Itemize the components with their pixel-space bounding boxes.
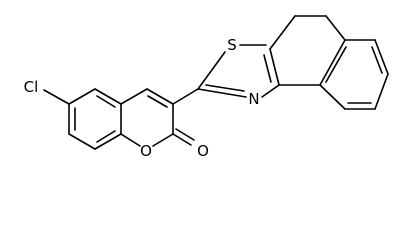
bond-c7a-c3a	[269, 48, 280, 86]
bond-c8-c8a	[94, 133, 122, 150]
bond-c2-o-carbonyl-b	[175, 128, 195, 141]
bond-c5-c6-inner	[371, 46, 383, 74]
bond-c7a-ch2a	[269, 15, 296, 50]
bond-c9b-c4a-naph	[319, 39, 346, 86]
bond-c5-c6-naph	[374, 39, 389, 75]
bond-c2t-s	[197, 51, 226, 90]
bond-c8-c9b	[319, 84, 346, 110]
atom-label-sulfur: S	[227, 36, 237, 54]
bond-c5-c6	[68, 88, 96, 105]
bond-n-c2t-inner	[205, 84, 245, 92]
bond-c3-c2t	[172, 88, 199, 105]
bond-c7-c8	[68, 133, 96, 150]
bond-cl-c6	[43, 89, 70, 105]
bond-o1-c8a	[120, 133, 141, 147]
bond-c3a-n	[261, 84, 280, 98]
atom-label-ring-oxygen: O	[140, 142, 152, 160]
bond-n-c2t	[197, 88, 247, 98]
atom-label-layer: Cl O O S N	[24, 36, 260, 160]
bond-c4a-c4	[120, 88, 148, 105]
bond-c7a-c3a-inner	[263, 54, 272, 83]
bond-c4a-c5-inner	[96, 95, 116, 108]
bond-c4-c3	[146, 88, 174, 105]
bond-layer	[43, 15, 389, 150]
bond-c2-o-carbonyl-a	[172, 133, 192, 146]
atom-label-nitrogen: N	[248, 90, 259, 108]
bond-c2-o1	[152, 133, 174, 147]
bond-c8-c8a-inner	[96, 130, 116, 143]
bond-c4-c3-inner	[147, 95, 168, 108]
bond-c6-c7-naph	[374, 73, 389, 110]
atom-label-chlorine: Cl	[24, 78, 39, 96]
atom-label-carbonyl-oxygen: O	[197, 142, 209, 160]
bond-c4a-c5	[94, 88, 122, 105]
bond-ch2b-c4a-naph	[325, 15, 346, 41]
molecule-structure-diagram: Cl O O S N	[24, 15, 389, 160]
bond-c9b-c4a-inner	[325, 46, 347, 83]
